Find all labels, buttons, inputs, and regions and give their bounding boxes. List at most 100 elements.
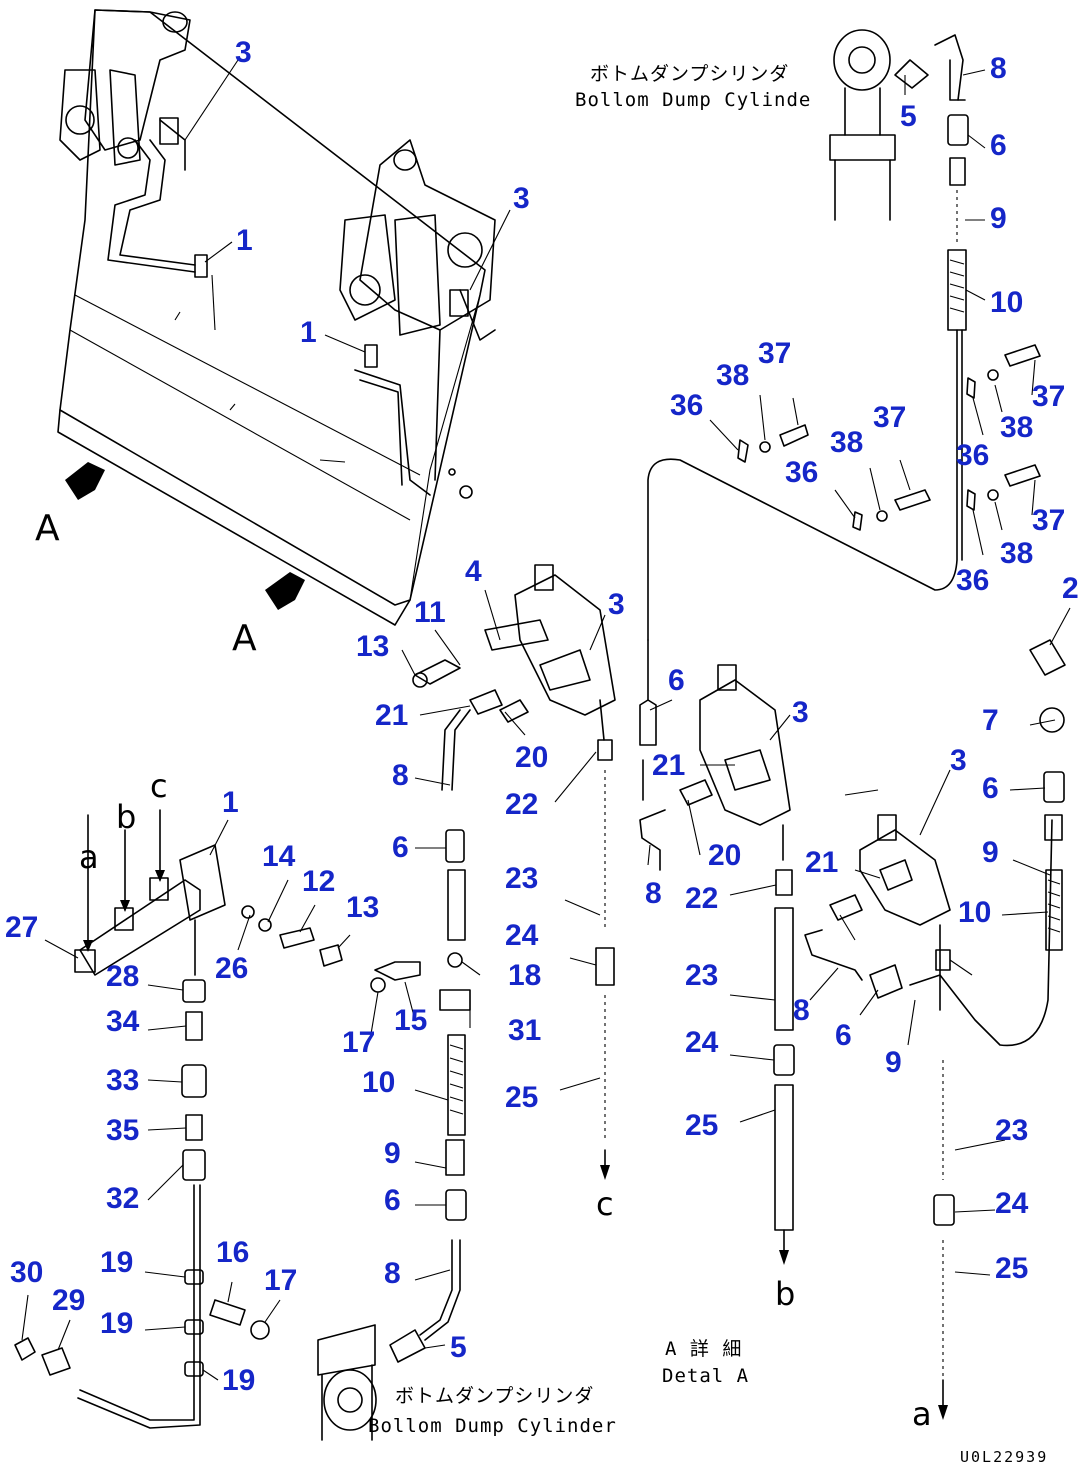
part-label: 21 <box>805 846 838 879</box>
part-label: 25 <box>685 1109 718 1142</box>
conn-letter-c-end: c <box>596 1185 614 1223</box>
part-label: 6 <box>982 772 999 805</box>
bottom-caption-jp: ボトムダンプシリンダ <box>395 1385 594 1407</box>
part-label: 1 <box>300 316 317 349</box>
part-label: 21 <box>375 699 408 732</box>
part-label: 13 <box>346 891 379 924</box>
pipe-column-middle <box>773 869 795 1265</box>
part-label: 36 <box>785 456 818 489</box>
part-label: 23 <box>685 959 718 992</box>
part-label-8-upper: 8 <box>392 759 409 792</box>
detail-caption-en: Detal A <box>662 1365 749 1387</box>
part-label: 10 <box>958 896 991 929</box>
part-label: 15 <box>394 1004 427 1037</box>
part-label: 28 <box>106 960 139 993</box>
top-cylinder-drawing <box>647 29 969 641</box>
part-label: 6 <box>990 129 1007 162</box>
part-label: 8 <box>793 994 810 1027</box>
detail-caption-jp: A 詳 細 <box>665 1338 742 1360</box>
part-label: 1 <box>236 224 253 257</box>
part-label: 19 <box>222 1364 255 1397</box>
part-label: 38 <box>1000 537 1033 570</box>
view-arrow-a-left <box>65 462 105 500</box>
pipe-column-right <box>933 949 955 1420</box>
conn-letter-c-manifold: c <box>150 767 168 805</box>
left-manifold-drawing <box>14 809 343 1429</box>
part-label: 4 <box>465 555 482 588</box>
part-label: 12 <box>302 865 335 898</box>
part-label: 3 <box>513 182 530 215</box>
part-label: 22 <box>685 882 718 915</box>
part-label: 17 <box>264 1264 297 1297</box>
conn-letter-b-manifold: b <box>116 798 136 836</box>
part-label: 6 <box>668 664 685 697</box>
top-caption-en: Bollom Dump Cylinde <box>575 89 811 111</box>
part-label: 35 <box>106 1114 139 1147</box>
part-label: 37 <box>873 401 906 434</box>
part-label: 1 <box>222 786 239 819</box>
part-label: 9 <box>982 836 999 869</box>
part-label: 8 <box>990 52 1007 85</box>
part-label: 33 <box>106 1064 139 1097</box>
part-label: 2 <box>1062 572 1079 605</box>
part-label: 30 <box>10 1256 43 1289</box>
part-label: 26 <box>215 952 248 985</box>
part-label: 37 <box>1032 504 1065 537</box>
part-label: 38 <box>1000 411 1033 444</box>
valve-block-middle <box>639 639 791 871</box>
part-label: 18 <box>508 959 541 992</box>
valve-block-center <box>412 564 616 791</box>
part-label: 36 <box>956 564 989 597</box>
part-label: 29 <box>52 1284 85 1317</box>
part-label: 10 <box>362 1066 395 1099</box>
part-label: 20 <box>708 839 741 872</box>
part-label: 3 <box>950 744 967 777</box>
part-label: 3 <box>235 36 252 69</box>
part-label: 22 <box>505 788 538 821</box>
part-label-6-upper: 6 <box>392 831 409 864</box>
part-label: 7 <box>982 704 999 737</box>
clamp-group <box>737 344 1041 531</box>
part-label: 9 <box>885 1046 902 1079</box>
part-label: 31 <box>508 1014 541 1047</box>
part-label: 6 <box>384 1184 401 1217</box>
part-label: 13 <box>356 630 389 663</box>
part-number-labels: 3 1 3 1 8 5 6 9 10 37 38 36 38 37 36 37 … <box>5 36 1079 1397</box>
part-label: 14 <box>262 840 296 873</box>
conn-letter-a-end: a <box>912 1395 932 1433</box>
part-label: 24 <box>685 1026 719 1059</box>
part-label: 19 <box>100 1307 133 1340</box>
part-label: 10 <box>990 286 1023 319</box>
bottom-cylinder-drawing <box>317 1324 377 1441</box>
part-label: 19 <box>100 1246 133 1279</box>
part-label: 24 <box>505 919 539 952</box>
bottom-caption-en: Bollom Dump Cylinder <box>368 1415 617 1437</box>
right-hose-drawing <box>1029 639 1066 951</box>
part-label: 25 <box>505 1081 538 1114</box>
part-label: 5 <box>900 100 917 133</box>
part-label: 23 <box>505 862 538 895</box>
bucket-frame-drawing <box>57 9 496 626</box>
valve-block-right <box>804 814 1053 1047</box>
part-label: 27 <box>5 911 38 944</box>
part-label: 32 <box>106 1182 139 1215</box>
leader-lines <box>21 59 1071 1381</box>
top-caption-jp: ボトムダンプシリンダ <box>590 63 789 85</box>
view-arrow-a-right <box>265 572 305 610</box>
part-label: 8 <box>384 1257 401 1290</box>
part-label: 25 <box>995 1252 1028 1285</box>
part-label: 24 <box>995 1187 1029 1220</box>
part-label: 37 <box>1032 380 1065 413</box>
center-hose-column <box>370 829 471 1363</box>
part-label: 3 <box>608 588 625 621</box>
part-label: 11 <box>414 596 446 629</box>
part-label: 16 <box>216 1236 249 1269</box>
conn-letter-a-manifold: a <box>79 838 99 876</box>
part-label: 9 <box>990 202 1007 235</box>
part-label: 36 <box>956 439 989 472</box>
pipe-column-center <box>595 739 615 1180</box>
conn-letter-b-end: b <box>775 1275 795 1313</box>
part-label: 17 <box>342 1026 375 1059</box>
part-label: 6 <box>835 1019 852 1052</box>
